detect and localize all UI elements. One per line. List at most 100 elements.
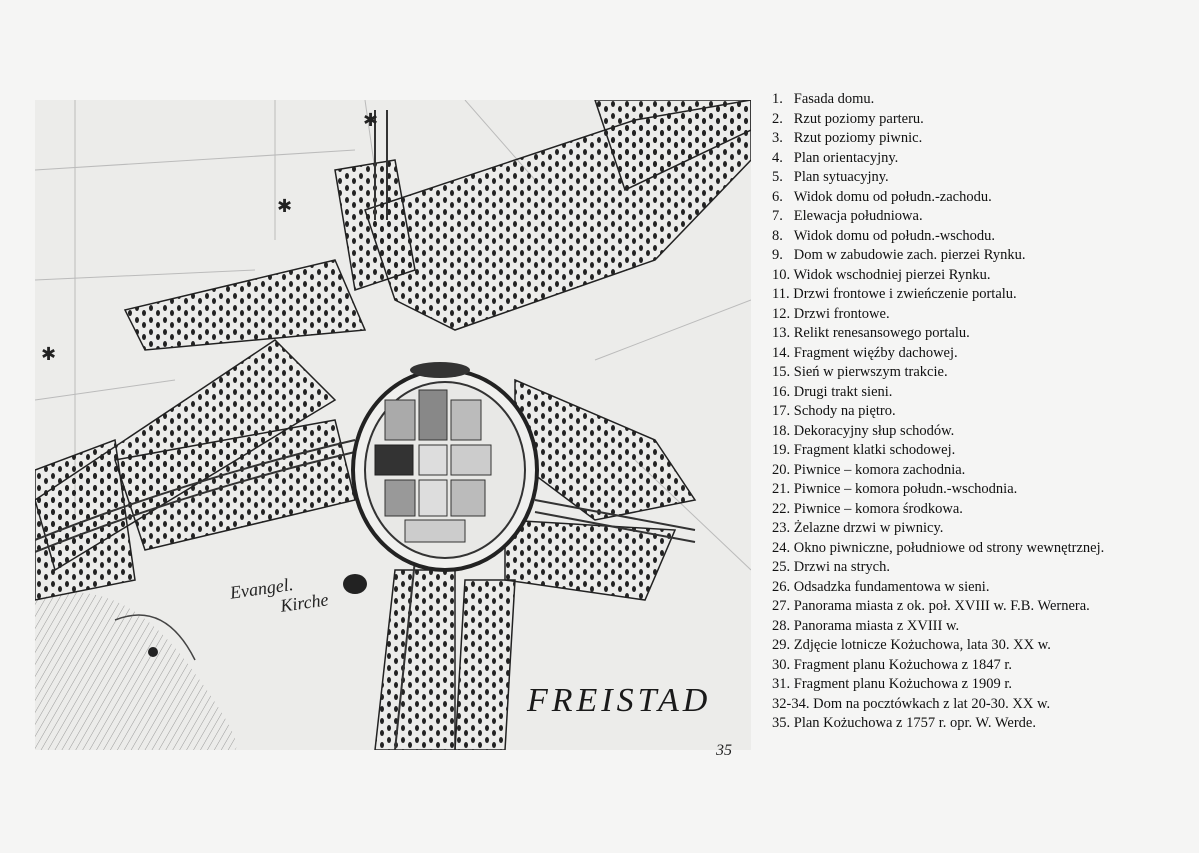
legend-item-number: 24.: [772, 539, 791, 556]
legend-item-text: Plan Kożuchowa z 1757 r. opr. W. Werde.: [793, 715, 1036, 731]
legend-item: 18. Dekoracyjny słup schodów.: [772, 422, 1182, 442]
legend-item: 11. Drzwi frontowe i zwieńczenie portalu…: [772, 285, 1182, 305]
legend-item: 2. Rzut poziomy parteru.: [772, 110, 1182, 130]
legend-item-text: Fragment klatki schodowej.: [793, 442, 956, 458]
legend-item-number: 21.: [772, 481, 791, 497]
legend-item-number: 15.: [772, 364, 791, 380]
legend-item: 21. Piwnice – komora połudn.-wschodnia.: [772, 480, 1182, 500]
legend-item-number: 22.: [772, 500, 791, 517]
legend-item: 27. Panorama miasta z ok. poł. XVIII w. …: [772, 597, 1182, 617]
legend-item-text: Widok domu od połudn.-zachodu.: [793, 188, 992, 205]
legend-item-number: 17.: [772, 403, 791, 419]
legend-item: 22. Piwnice – komora środkowa.: [772, 500, 1182, 520]
legend-item-number: 32-34.: [772, 695, 810, 712]
legend-item-text: Relikt renesansowego portalu.: [793, 325, 970, 341]
historic-town-map: ✱ ✱ ✱ Evangel. Kirche FREISTAD: [35, 100, 751, 750]
legend-item-text: Żelazne drzwi w piwnicy.: [793, 520, 944, 536]
legend-item-text: Dom w zabudowie zach. pierzei Rynku.: [793, 247, 1026, 263]
legend-item: 15. Sień w pierwszym trakcie.: [772, 363, 1182, 383]
legend-item-text: Drugi trakt sieni.: [793, 383, 893, 400]
field-lines: [35, 100, 751, 571]
legend-item-text: Fragment więźby dachowej.: [793, 344, 958, 361]
legend-item-text: Panorama miasta z XVIII w.: [793, 617, 960, 634]
windmill-marks: ✱ ✱ ✱: [41, 110, 378, 365]
legend-item-number: 7.: [772, 208, 783, 224]
legend-item: 12. Drzwi frontowe.: [772, 305, 1182, 325]
legend-item-text: Drzwi frontowe.: [793, 305, 890, 322]
legend-item-number: 31.: [772, 676, 791, 692]
legend-item-text: Odsadzka fundamentowa w sieni.: [793, 578, 990, 595]
legend-item-number: 1.: [772, 91, 783, 107]
legend-item-number: 9.: [772, 247, 783, 263]
legend-item: 25. Drzwi na strych.: [772, 558, 1182, 578]
legend-item: 8. Widok domu od połudn.-wschodu.: [772, 227, 1182, 247]
legend-item-number: 35.: [772, 715, 791, 731]
legend-item-text: Rzut poziomy piwnic.: [793, 130, 923, 146]
legend-item-text: Fasada domu.: [793, 91, 875, 107]
legend-item-number: 16.: [772, 383, 791, 400]
legend-item: 28. Panorama miasta z XVIII w.: [772, 617, 1182, 637]
legend-item-number: 18.: [772, 422, 791, 439]
legend-item-number: 4.: [772, 149, 783, 166]
legend-item-text: Schody na piętro.: [793, 403, 896, 419]
legend-item-number: 3.: [772, 130, 783, 146]
legend-item: 29. Zdjęcie lotnicze Kożuchowa, lata 30.…: [772, 636, 1182, 656]
legend-item-number: 5.: [772, 169, 783, 185]
legend-item: 6. Widok domu od połudn.-zachodu.: [772, 188, 1182, 208]
legend-item-number: 8.: [772, 227, 783, 244]
legend-item: 20. Piwnice – komora zachodnia.: [772, 461, 1182, 481]
legend-item: 13. Relikt renesansowego portalu.: [772, 324, 1182, 344]
legend-item-text: Zdjęcie lotnicze Kożuchowa, lata 30. XX …: [793, 637, 1051, 653]
legend-item: 30. Fragment planu Kożuchowa z 1847 r.: [772, 656, 1182, 676]
legend-item-text: Dom na pocztówkach z lat 20-30. XX w.: [813, 695, 1051, 712]
legend-item-text: Widok wschodniej pierzei Rynku.: [793, 266, 991, 283]
legend-item: 32-34. Dom na pocztówkach z lat 20-30. X…: [772, 695, 1182, 715]
legend-item-number: 30.: [772, 656, 791, 673]
legend-item: 26. Odsadzka fundamentowa w sieni.: [772, 578, 1182, 598]
figure-legend-list: 1. Fasada domu.2. Rzut poziomy parteru.3…: [772, 90, 1182, 734]
svg-text:✱: ✱: [363, 110, 378, 131]
legend-item-number: 10.: [772, 266, 791, 283]
legend-item: 17. Schody na piętro.: [772, 402, 1182, 422]
legend-item-number: 19.: [772, 442, 791, 458]
legend-item-number: 11.: [772, 286, 790, 302]
legend-item: 1. Fasada domu.: [772, 90, 1182, 110]
legend-item: 7. Elewacja południowa.: [772, 207, 1182, 227]
legend-item-text: Fragment planu Kożuchowa z 1847 r.: [793, 656, 1013, 673]
legend-item-number: 27.: [772, 598, 791, 614]
legend-item: 3. Rzut poziomy piwnic.: [772, 129, 1182, 149]
legend-item: 23. Żelazne drzwi w piwnicy.: [772, 519, 1182, 539]
legend-item-text: Rzut poziomy parteru.: [793, 110, 924, 127]
legend-item-text: Sień w pierwszym trakcie.: [793, 364, 948, 380]
legend-item-number: 28.: [772, 617, 791, 634]
old-town-walls: [351, 362, 539, 572]
legend-item: 4. Plan orientacyjny.: [772, 149, 1182, 169]
legend-item-text: Drzwi frontowe i zwieńczenie portalu.: [793, 286, 1017, 302]
legend-item-text: Piwnice – komora środkowa.: [793, 500, 963, 517]
legend-item-number: 12.: [772, 305, 791, 322]
map-drawing: ✱ ✱ ✱: [35, 100, 751, 750]
svg-text:✱: ✱: [277, 196, 292, 217]
legend-item-number: 25.: [772, 559, 791, 575]
church-marker: [343, 574, 367, 594]
map-title: FREISTAD: [527, 682, 712, 719]
svg-text:✱: ✱: [41, 344, 56, 365]
legend-item-number: 26.: [772, 578, 791, 595]
legend-item-number: 14.: [772, 344, 791, 361]
legend-item-number: 6.: [772, 188, 783, 205]
legend-item: 16. Drugi trakt sieni.: [772, 383, 1182, 403]
legend-item: 10. Widok wschodniej pierzei Rynku.: [772, 266, 1182, 286]
legend-item-number: 23.: [772, 520, 791, 536]
legend-item: 14. Fragment więźby dachowej.: [772, 344, 1182, 364]
legend-item-number: 2.: [772, 110, 783, 127]
roads: [35, 110, 696, 750]
legend-item: 5. Plan sytuacyjny.: [772, 168, 1182, 188]
legend-item-text: Okno piwniczne, południowe od strony wew…: [793, 539, 1105, 556]
legend-item: 19. Fragment klatki schodowej.: [772, 441, 1182, 461]
legend-item-number: 20.: [772, 461, 791, 478]
legend-item-text: Plan orientacyjny.: [793, 149, 899, 166]
legend-item: 9. Dom w zabudowie zach. pierzei Rynku.: [772, 246, 1182, 266]
legend-item: 24. Okno piwniczne, południowe od strony…: [772, 539, 1182, 559]
legend-item-number: 13.: [772, 325, 791, 341]
